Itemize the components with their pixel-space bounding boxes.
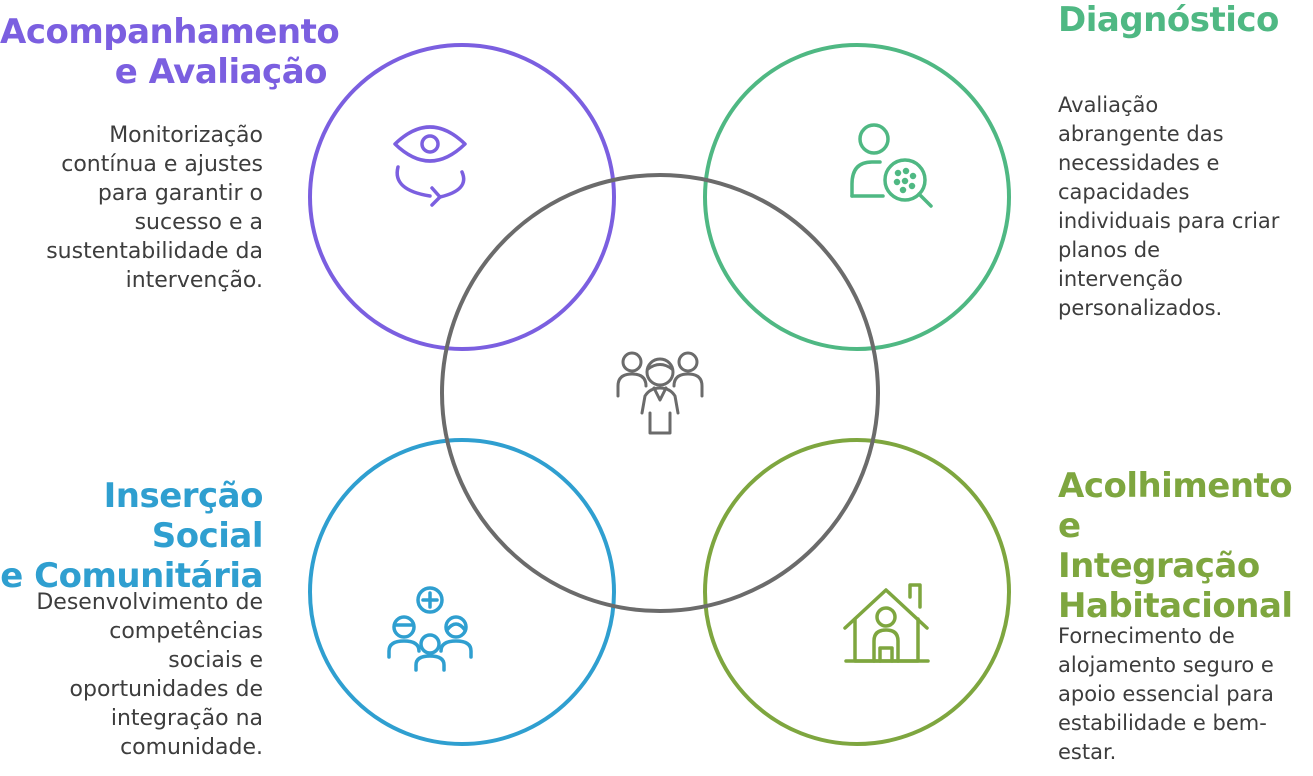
group-people-icon bbox=[616, 351, 704, 435]
desc-line: Fornecimento de bbox=[1058, 624, 1235, 648]
title-acompanhamento: Acompanhamento e Avaliação bbox=[0, 12, 340, 92]
title-acolhimento-line2: Integração bbox=[1058, 546, 1260, 586]
desc-line: integração na bbox=[110, 706, 263, 731]
title-acolhimento-line3: Habitacional bbox=[1058, 586, 1293, 626]
desc-line: oportunidades de bbox=[69, 677, 263, 702]
desc-line: individuais para criar bbox=[1058, 209, 1280, 233]
desc-line: para garantir o bbox=[97, 181, 263, 206]
circle-diagnostico bbox=[703, 43, 1011, 351]
desc-insercao: Desenvolvimento de competências sociais … bbox=[0, 588, 263, 762]
eye-cycle-icon bbox=[393, 125, 467, 207]
title-acolhimento: Acolhimento e Integração Habitacional bbox=[1058, 466, 1308, 626]
desc-line: Avaliação bbox=[1058, 93, 1159, 117]
title-acompanhamento-line2: e Avaliação bbox=[114, 52, 328, 92]
title-insercao-line1: Inserção Social bbox=[103, 476, 264, 556]
desc-line: estabilidade e bem- bbox=[1058, 711, 1267, 735]
desc-line: comunidade. bbox=[120, 735, 263, 760]
desc-line: capacidades bbox=[1058, 180, 1190, 204]
desc-line: contínua e ajustes bbox=[61, 152, 263, 177]
circle-acolhimento bbox=[703, 438, 1011, 746]
desc-acolhimento: Fornecimento de alojamento seguro e apoi… bbox=[1058, 622, 1313, 767]
title-diagnostico: Diagnóstico bbox=[1058, 0, 1308, 40]
desc-line: alojamento seguro e bbox=[1058, 653, 1274, 677]
house-person-icon bbox=[843, 583, 930, 663]
community-plus-icon bbox=[387, 586, 473, 672]
desc-line: Monitorização bbox=[109, 123, 263, 148]
desc-line: sociais e bbox=[168, 648, 263, 673]
desc-line: necessidades e bbox=[1058, 151, 1220, 175]
desc-acompanhamento: Monitorização contínua e ajustes para ga… bbox=[0, 121, 263, 295]
title-insercao-line2: e Comunitária bbox=[0, 556, 263, 596]
desc-diagnostico: Avaliação abrangente das necessidades e … bbox=[1058, 91, 1313, 323]
circle-center bbox=[440, 173, 880, 613]
desc-line: competências bbox=[109, 619, 263, 644]
desc-line: estar. bbox=[1058, 740, 1117, 764]
title-acompanhamento-line1: Acompanhamento bbox=[0, 12, 340, 52]
desc-line: abrangente das bbox=[1058, 122, 1224, 146]
title-diagnostico-line1: Diagnóstico bbox=[1058, 0, 1279, 40]
person-magnifier-icon bbox=[850, 123, 933, 208]
circle-acompanhamento bbox=[308, 43, 616, 351]
desc-line: planos de bbox=[1058, 238, 1161, 262]
desc-line: sustentabilidade da bbox=[46, 239, 263, 264]
desc-line: sucesso e a bbox=[134, 210, 263, 235]
title-insercao: Inserção Social e Comunitária bbox=[0, 476, 263, 596]
desc-line: intervenção. bbox=[125, 268, 263, 293]
title-acolhimento-line1: Acolhimento e bbox=[1058, 466, 1293, 546]
desc-line: personalizados. bbox=[1058, 296, 1223, 320]
circle-insercao bbox=[308, 438, 616, 746]
desc-line: intervenção bbox=[1058, 267, 1183, 291]
desc-line: Desenvolvimento de bbox=[36, 590, 263, 615]
desc-line: apoio essencial para bbox=[1058, 682, 1274, 706]
